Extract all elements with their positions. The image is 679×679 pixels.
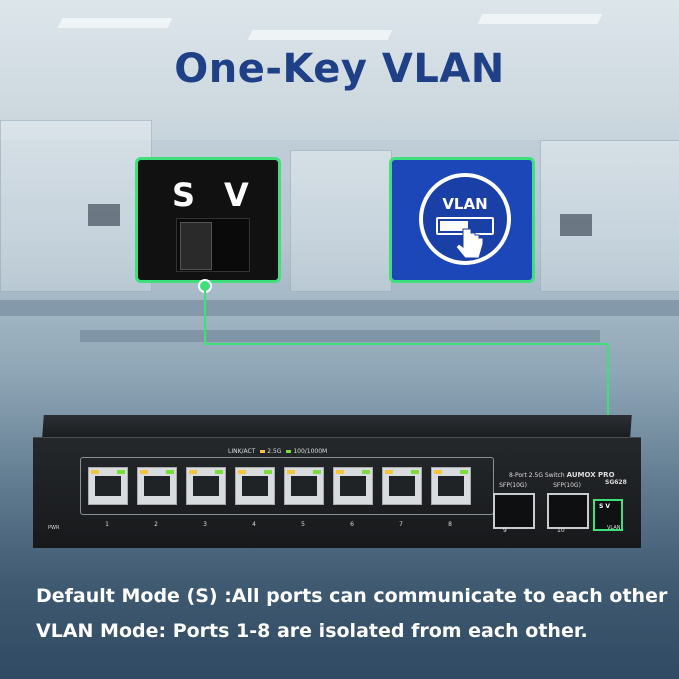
rj45-port-group [80,457,494,515]
port-number: 8 [448,521,452,528]
sfp-number: 9 [503,527,507,534]
vlan-icon-label: VLAN [442,195,488,213]
office-window [290,150,392,292]
ceiling-light [477,14,603,24]
rj45-port [284,467,324,505]
vlan-card: VLAN [389,157,535,283]
sfp-number: 10 [557,527,565,534]
rj45-port [333,467,373,505]
toggle-knob [180,222,212,270]
model-label: SG628 [605,479,627,486]
port-number: 7 [399,521,403,528]
connector-line [204,286,206,344]
port-number: 3 [203,521,207,528]
port-number: 2 [154,521,158,528]
vlan-led-label: VLAN [607,525,621,531]
office-desk [0,300,679,316]
office-monitor [88,204,120,226]
ceiling-light [247,30,393,40]
s-label: S [172,176,196,214]
rj45-port [186,467,226,505]
sfp-port [493,493,535,529]
ceiling-light [57,18,173,28]
port-number: 5 [301,521,305,528]
port-number: 6 [350,521,354,528]
sfp-label: SFP(10G) [499,482,527,489]
hand-pointer-icon [455,228,484,259]
port-legend: LINK/ACT 2.5G 100/1000M [228,448,328,455]
rj45-port [382,467,422,505]
switch-top [42,415,632,437]
v-label: V [224,176,249,214]
rj45-port [88,467,128,505]
sv-switch: S V [593,499,623,531]
office-window [0,120,152,292]
office-desk [80,330,600,342]
caption-line-2: VLAN Mode: Ports 1-8 are isolated from e… [36,620,588,642]
port-number: 1 [105,521,109,528]
sfp-label: SFP(10G) [553,482,581,489]
network-switch: LINK/ACT 2.5G 100/1000M 1 2 3 4 5 6 7 8 … [33,415,641,548]
office-monitor [560,214,592,236]
rj45-port [235,467,275,505]
product-line-label: 8-Port 2.5G Switch AUMOX PRO [509,471,615,479]
connector-line [204,343,608,345]
rj45-port [137,467,177,505]
port-number: 4 [252,521,256,528]
vlan-icon: VLAN [419,173,511,265]
caption-line-1: Default Mode (S) :All ports can communic… [36,585,668,607]
headline: One-Key VLAN [174,46,505,92]
sv-switch-card: S V [135,157,281,283]
rj45-port [431,467,471,505]
sfp-port [547,493,589,529]
pwr-label: PWR [48,525,60,531]
